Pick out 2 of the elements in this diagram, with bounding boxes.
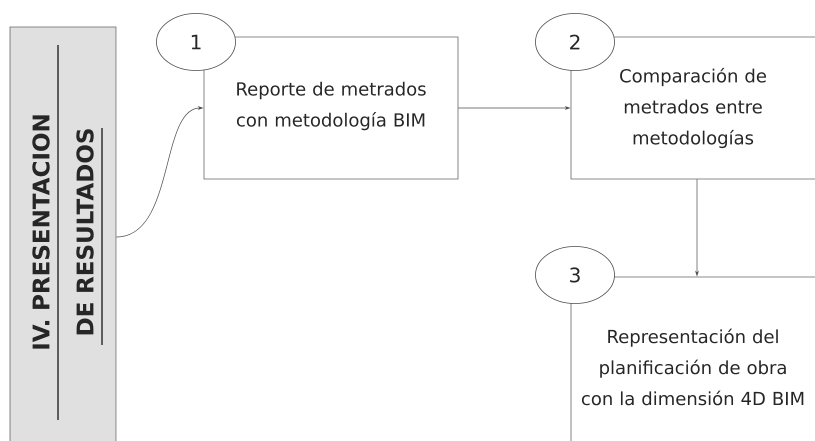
section-band: IV. PRESENTACION DE RESULTADOS [10,26,116,441]
process-box: Reporte de metrados con metodología BIM [204,36,458,180]
